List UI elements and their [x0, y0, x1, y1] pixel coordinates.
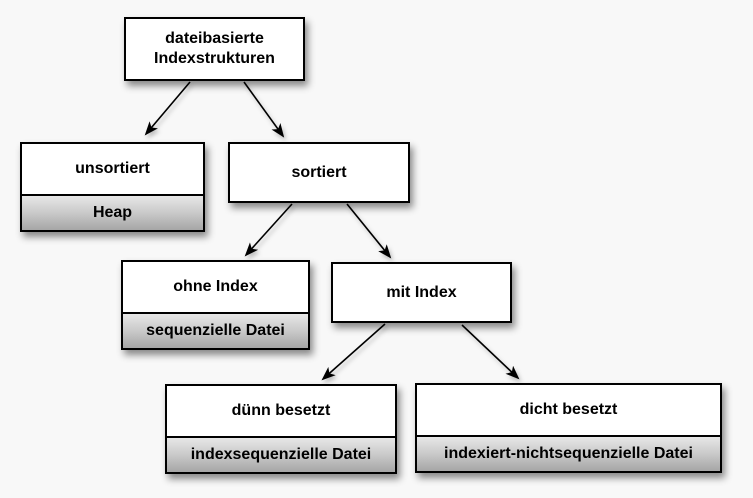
- node-ohne-index-label: ohne Index: [173, 278, 258, 295]
- node-ohne-index-sublabel: sequenzielle Datei: [123, 312, 308, 348]
- node-dicht-besetzt-sublabel: indexiert-nichtsequenzielle Datei: [417, 435, 720, 471]
- arrow-root-sortiert: [243, 81, 285, 138]
- node-mit-index: mit Index: [331, 262, 512, 323]
- arrow-mit-index-duenn: [321, 323, 386, 381]
- node-root-label: dateibasierte Indexstrukturen: [154, 30, 275, 67]
- node-root: dateibasierte Indexstrukturen: [124, 17, 305, 81]
- node-mit-index-label: mit Index: [386, 283, 457, 301]
- node-unsortiert-sublabel: Heap: [22, 194, 203, 230]
- node-ohne-index: ohne Index sequenzielle Datei: [121, 260, 310, 350]
- node-duenn-besetzt: dünn besetzt indexsequenzielle Datei: [165, 384, 397, 474]
- node-dicht-besetzt-label: dicht besetzt: [519, 401, 618, 418]
- node-sortiert-label: sortiert: [291, 163, 347, 181]
- node-unsortiert: unsortiert Heap: [20, 142, 205, 232]
- arrow-sortiert-ohne-index: [244, 203, 293, 257]
- node-sortiert: sortiert: [228, 142, 410, 203]
- node-duenn-besetzt-sublabel: indexsequenzielle Datei: [167, 436, 395, 472]
- node-duenn-besetzt-label: dünn besetzt: [231, 402, 331, 419]
- arrow-root-unsortiert: [144, 81, 191, 136]
- node-unsortiert-label: unsortiert: [75, 160, 150, 177]
- arrow-mit-index-dicht: [461, 324, 520, 380]
- node-dicht-besetzt: dicht besetzt indexiert-nichtsequenziell…: [415, 383, 722, 473]
- arrow-sortiert-mit-index: [346, 203, 392, 259]
